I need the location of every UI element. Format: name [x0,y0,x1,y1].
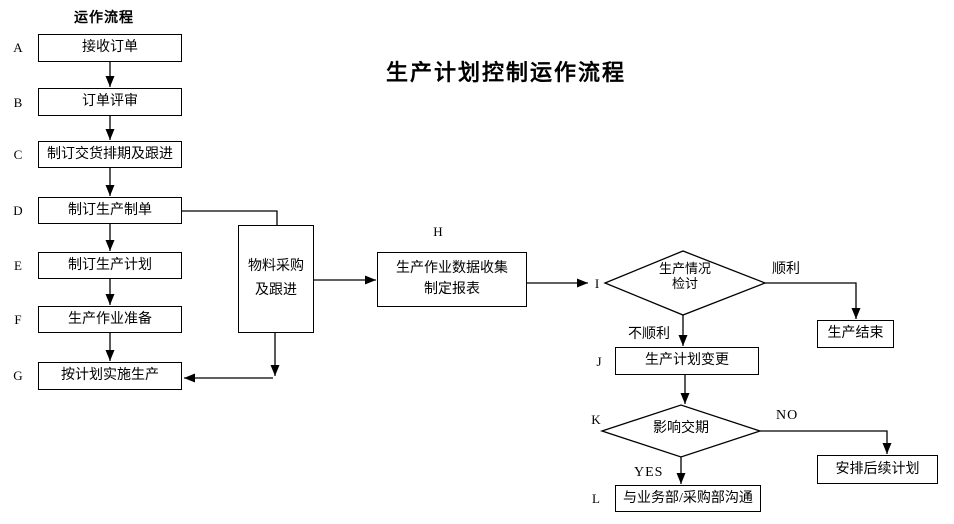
step-letter-a: A [13,40,23,55]
step-letter-h: H [433,224,443,239]
edge-label-yes: YES [634,465,664,480]
column-title: 运作流程 [74,11,134,26]
decision-diamond-k [599,404,763,458]
node-production-plan: 制订生产计划 [38,252,182,279]
edge-label-no: NO [776,408,799,423]
step-letter-d: D [13,203,23,218]
edge-d-material [182,210,278,225]
node-data-collection-line2: 制定报表 [424,281,480,297]
decision-diamond-i [603,250,767,316]
node-data-collection: 生产作业数据收集 制定报表 [377,252,527,307]
step-letter-f: F [14,312,22,327]
node-production-prep: 生产作业准备 [38,306,182,333]
step-letter-e: E [14,258,22,273]
step-letter-k: K [591,412,601,427]
node-material-purchasing: 物料采购 及跟进 [238,225,314,333]
node-production-order: 制订生产制单 [38,197,182,224]
node-production-review: 生产情况 检讨 [605,261,765,291]
edge-label-smooth: 顺利 [772,262,800,277]
edge-k-followup [760,430,892,454]
node-data-collection-line1: 生产作业数据收集 [396,261,508,277]
step-letter-i: I [594,276,600,291]
node-delivery-schedule: 制订交货排期及跟进 [38,141,182,168]
node-communicate-departments: 与业务部/采购部沟通 [615,485,761,512]
step-letter-g: G [13,368,23,383]
node-followup-plan: 安排后续计划 [817,455,938,484]
node-execute-production: 按计划实施生产 [38,362,182,390]
step-letter-j: J [596,354,602,369]
node-affect-delivery: 影响交期 [653,421,709,436]
step-letter-b: B [13,95,23,110]
node-production-review-line2: 检讨 [671,276,698,291]
node-material-purchasing-line1: 物料采购 [248,259,304,275]
diagram-title: 生产计划控制运作流程 [386,60,627,85]
step-letter-l: L [592,491,600,506]
step-letter-c: C [13,147,23,162]
node-production-review-line1: 生产情况 [658,261,711,276]
node-material-purchasing-line2: 及跟进 [255,282,297,298]
node-plan-change: 生产计划变更 [615,347,759,375]
node-receive-order: 接收订单 [38,34,182,62]
node-order-review: 订单评审 [38,88,182,116]
edge-label-not-smooth: 不顺利 [628,327,670,342]
edge-i-production-end [765,282,861,319]
node-production-end: 生产结束 [817,320,894,348]
